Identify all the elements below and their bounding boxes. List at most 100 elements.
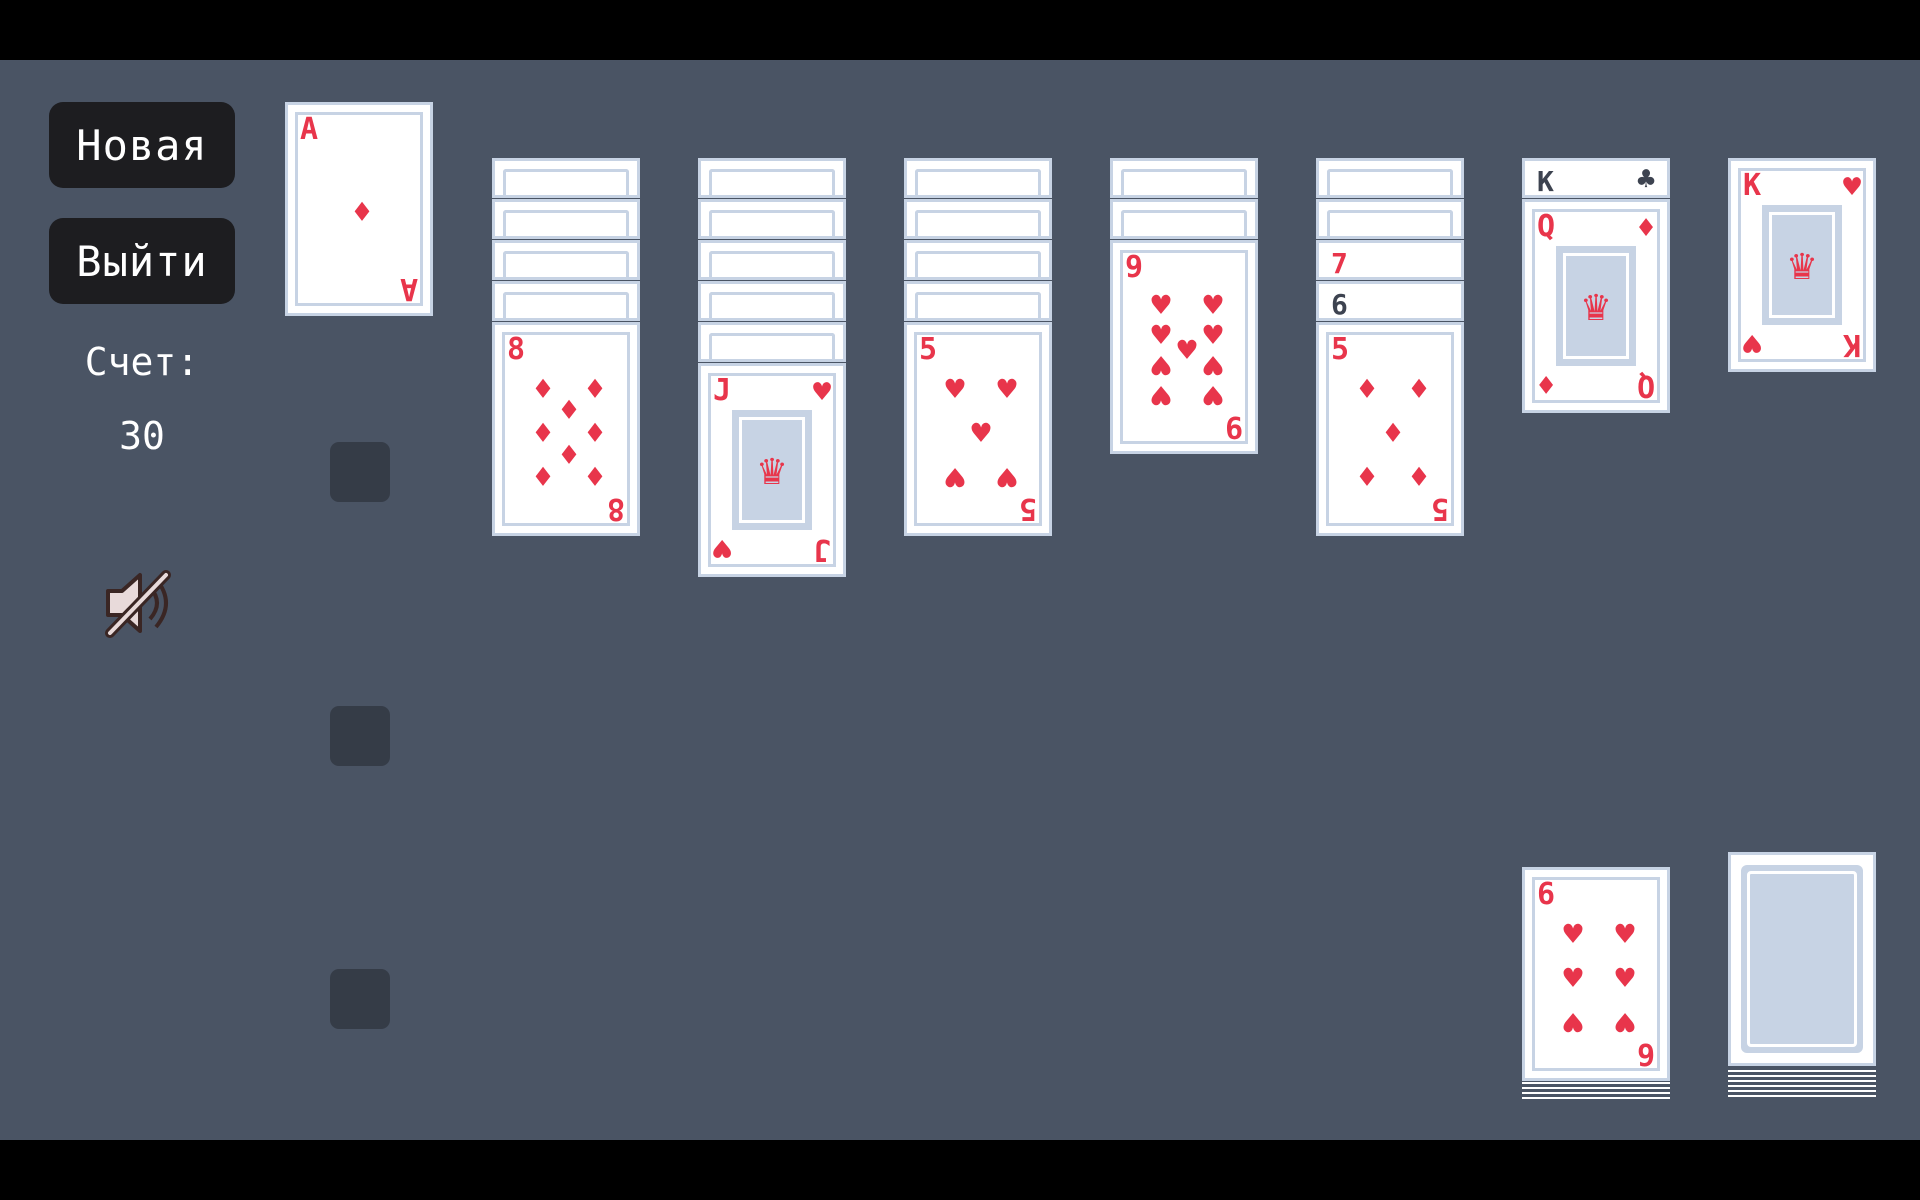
tableau-top-card[interactable]: 5 5 ♦ ♦ ♦ ♦ ♦	[1316, 322, 1464, 536]
diamond-icon: ♦	[1357, 458, 1377, 496]
card-rank: 9	[1125, 250, 1144, 285]
heart-icon: ♥	[1563, 915, 1583, 953]
diamond-icon: ♦	[585, 414, 605, 452]
diamond-icon: ♦	[533, 458, 553, 496]
card-rank: 5	[1018, 491, 1037, 526]
face-down-card[interactable]	[904, 158, 1052, 198]
card-rank: 6	[1636, 1036, 1655, 1071]
heart-icon: ♥	[713, 530, 732, 565]
face-down-card[interactable]	[904, 240, 1052, 280]
heart-icon: ♥	[1151, 316, 1171, 354]
face-up-card-peek[interactable]: 7	[1316, 240, 1464, 280]
crown-icon: ♛	[1788, 239, 1816, 290]
heart-icon: ♥	[971, 414, 991, 452]
card-rank: K	[1537, 165, 1554, 198]
empty-slot[interactable]	[330, 706, 390, 766]
face-down-card[interactable]	[1316, 158, 1464, 198]
heart-icon: ♥	[1203, 376, 1223, 414]
heart-icon: ♥	[1615, 915, 1635, 953]
pile-edge	[1522, 1082, 1670, 1106]
heart-icon: ♥	[812, 375, 831, 410]
face-card-portrait: ♛	[1556, 246, 1636, 366]
diamond-icon: ♦	[1383, 414, 1403, 452]
heart-icon: ♥	[1563, 1003, 1583, 1041]
exit-button[interactable]: Выйти	[49, 218, 235, 304]
face-down-card[interactable]	[1110, 199, 1258, 239]
tableau-top-card[interactable]: 5 5 ♥ ♥ ♥ ♥ ♥	[904, 322, 1052, 536]
empty-slot[interactable]	[330, 969, 390, 1029]
face-card-portrait: ♛	[732, 410, 812, 530]
heart-icon: ♥	[1743, 325, 1762, 360]
new-game-button[interactable]: Новая	[49, 102, 235, 188]
heart-icon: ♥	[1203, 316, 1223, 354]
card-rank: 8	[606, 491, 625, 526]
card-rank: J	[713, 373, 732, 408]
card-rank: 6	[1537, 877, 1556, 912]
card-rank: Q	[1636, 368, 1655, 403]
face-up-card-peek[interactable]: K ♣	[1522, 158, 1670, 198]
face-down-card[interactable]	[492, 158, 640, 198]
score-value: 30	[119, 414, 165, 458]
game-board: Новая Выйти Счет: 30 A A ♦	[0, 60, 1920, 1140]
face-down-card[interactable]	[492, 199, 640, 239]
diamond-icon: ♦	[585, 458, 605, 496]
score-label: Счет:	[84, 340, 200, 384]
waste-card[interactable]: A A ♦	[285, 102, 433, 316]
diamond-icon: ♦	[1357, 370, 1377, 408]
heart-icon: ♥	[997, 458, 1017, 496]
card-rank: J	[812, 532, 831, 567]
diamond-icon: ♦	[1537, 366, 1556, 401]
heart-icon: ♥	[1615, 1003, 1635, 1041]
crown-icon: ♛	[1582, 280, 1610, 331]
card-rank: 9	[1224, 409, 1243, 444]
foundation-top-card[interactable]: K ♥ ♛ ♥ K	[1728, 158, 1876, 372]
crown-icon: ♛	[758, 444, 786, 495]
diamond-icon: ♦	[1409, 370, 1429, 408]
face-down-card[interactable]	[1110, 158, 1258, 198]
face-down-card[interactable]	[698, 322, 846, 362]
card-rank: K	[1743, 168, 1762, 203]
tableau-top-card[interactable]: 9 9 ♥ ♥ ♥ ♥ ♥ ♥ ♥ ♥ ♥	[1110, 240, 1258, 454]
diamond-icon: ♦	[533, 414, 553, 452]
card-rank: A	[300, 112, 319, 147]
tableau-top-card[interactable]: J ♥ ♛ ♥ J	[698, 363, 846, 577]
face-down-card[interactable]	[698, 199, 846, 239]
pile-edge	[1728, 1070, 1876, 1097]
face-down-card[interactable]	[698, 240, 846, 280]
heart-icon: ♥	[945, 370, 965, 408]
card-rank: 8	[507, 332, 526, 367]
empty-slot[interactable]	[330, 442, 390, 502]
stock-top-card[interactable]: 6 6 ♥ ♥ ♥ ♥ ♥ ♥	[1522, 867, 1670, 1081]
draw-pile-card[interactable]	[1728, 852, 1876, 1066]
heart-icon: ♥	[1563, 959, 1583, 997]
heart-icon: ♥	[1151, 286, 1171, 324]
card-rank: 5	[1430, 491, 1449, 526]
face-down-card[interactable]	[698, 158, 846, 198]
heart-icon: ♥	[1203, 286, 1223, 324]
face-up-card-peek[interactable]: 6	[1316, 281, 1464, 321]
face-down-card[interactable]	[1316, 199, 1464, 239]
card-rank: 6	[1331, 288, 1348, 321]
diamond-icon: ♦	[559, 436, 579, 474]
face-down-card[interactable]	[698, 281, 846, 321]
heart-icon: ♥	[1151, 376, 1171, 414]
heart-icon: ♥	[997, 370, 1017, 408]
foundation-top-card[interactable]: Q ♦ ♛ ♦ Q	[1522, 199, 1670, 413]
tableau-top-card[interactable]: 8 8 ♦ ♦ ♦ ♦ ♦ ♦ ♦ ♦	[492, 322, 640, 536]
card-rank: 5	[1331, 332, 1350, 367]
face-down-card[interactable]	[492, 240, 640, 280]
speaker-muted-icon[interactable]	[100, 565, 176, 641]
heart-icon: ♥	[945, 458, 965, 496]
face-down-card[interactable]	[904, 199, 1052, 239]
diamond-icon: ♦	[1409, 458, 1429, 496]
heart-icon: ♥	[1842, 170, 1861, 205]
face-down-card[interactable]	[492, 281, 640, 321]
diamond-icon: ♦	[1636, 211, 1655, 246]
card-rank: Q	[1537, 209, 1556, 244]
face-down-card[interactable]	[904, 281, 1052, 321]
card-rank: K	[1842, 327, 1861, 362]
diamond-icon: ♦	[585, 370, 605, 408]
card-rank: A	[399, 271, 418, 306]
face-card-portrait: ♛	[1762, 205, 1842, 325]
